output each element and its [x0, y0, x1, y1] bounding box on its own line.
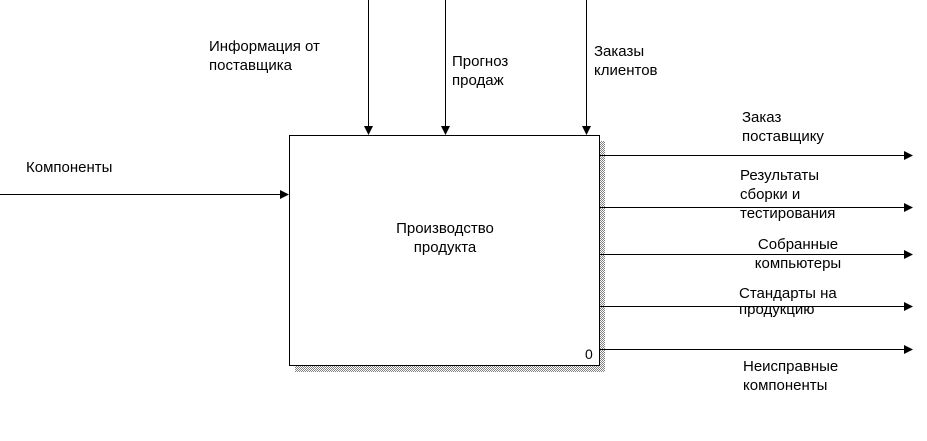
output-label-line1: Неисправные [743, 358, 839, 375]
box-title-line2: продукта [413, 239, 477, 256]
control-label-line2: поставщика [209, 57, 292, 74]
output-label-line2: поставщику [742, 128, 824, 145]
box-title-line1: Производство [396, 220, 494, 237]
control-label-supplier-info: Информация от поставщика [209, 37, 320, 75]
control-arrow-supplier-info[interactable] [364, 0, 373, 135]
control-label-line2: продаж [452, 72, 504, 89]
input-label-components: Компоненты [26, 159, 113, 176]
input-arrow-components[interactable] [0, 190, 289, 199]
output-label-line2: продукцию [739, 301, 815, 318]
output-label-line2: компоненты [743, 377, 828, 394]
output-label-line1: Результаты [740, 167, 819, 184]
output-label-test-results: Результаты сборки и тестирования [740, 166, 835, 223]
control-arrow-sales-forecast[interactable] [441, 0, 450, 135]
control-label-line1: Прогноз [452, 53, 509, 70]
output-label-line1: Собранные [757, 236, 839, 253]
control-arrow-client-orders[interactable] [582, 0, 591, 135]
output-label-product-standards: Стандарты на продукцию [739, 284, 837, 319]
box-title: Производство продукта [370, 219, 520, 257]
box-number: 0 [585, 346, 593, 362]
control-label-line2: клиентов [594, 62, 658, 79]
output-label-line2: компьютеры [754, 255, 842, 272]
output-label-line1: Стандарты на [739, 285, 837, 302]
control-label-line1: Заказы [594, 43, 645, 60]
control-label-line1: Информация от [209, 38, 320, 55]
control-label-client-orders: Заказы клиентов [594, 42, 658, 80]
output-arrow-test-results[interactable] [600, 203, 913, 212]
output-label-line1: Заказ [742, 109, 782, 126]
control-label-sales-forecast: Прогноз продаж [452, 52, 508, 90]
output-arrow-assembled-computers[interactable] [600, 250, 913, 259]
output-label-line3: тестирования [740, 205, 836, 222]
output-label-supplier-order: Заказ поставщику [742, 108, 824, 146]
output-arrow-faulty-components[interactable] [600, 345, 913, 354]
output-arrow-product-standards[interactable] [600, 302, 913, 311]
output-label-faulty-components: Неисправные компоненты [743, 357, 838, 395]
output-label-assembled-computers: Собранные компьютеры [738, 235, 858, 273]
output-label-line2: сборки и [740, 186, 801, 203]
output-arrow-supplier-order[interactable] [600, 151, 913, 160]
activity-box[interactable] [289, 135, 600, 366]
